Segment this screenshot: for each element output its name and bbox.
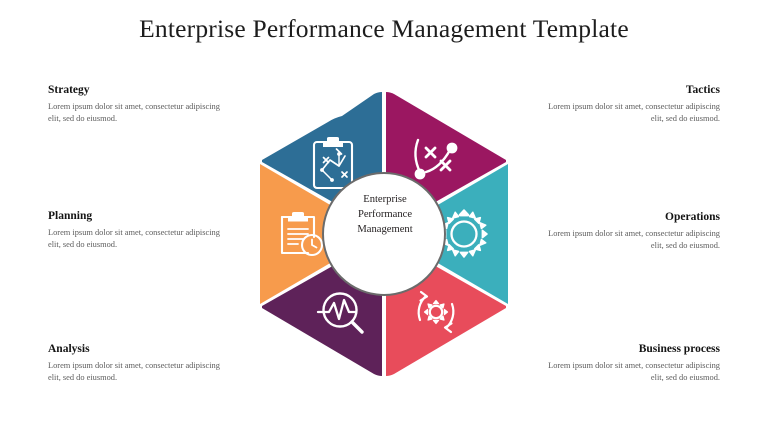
label-body-operations: Lorem ipsum dolor sit amet, consectetur …: [538, 228, 720, 252]
label-body-line2: adipiscing elit, sed do eiusmod.: [650, 360, 720, 382]
label-body-line2: adipiscing elit, sed do eiusmod.: [48, 360, 220, 382]
label-heading-tactics: Tactics: [685, 84, 720, 96]
label-block-analysis[interactable]: Analysis Lorem ipsum dolor sit amet, con…: [48, 343, 230, 384]
label-block-operations[interactable]: Operations Lorem ipsum dolor sit amet, c…: [538, 211, 720, 252]
center-label-line3: Management: [357, 224, 413, 236]
label-body-line2: adipiscing elit, sed do eiusmod.: [48, 101, 220, 123]
segment-shape-operations[interactable]: [388, 164, 508, 304]
hexagon-diagram: [228, 78, 540, 390]
label-body-analysis: Lorem ipsum dolor sit amet, consectetur …: [48, 360, 230, 384]
label-block-tactics[interactable]: Tactics Lorem ipsum dolor sit amet, cons…: [538, 84, 720, 125]
label-body-business-process: Lorem ipsum dolor sit amet, consectetur …: [538, 360, 720, 384]
label-body-line1: Lorem ipsum dolor sit amet, consectetur: [48, 101, 184, 111]
label-body-line1: Lorem ipsum dolor sit amet, consectetur: [48, 360, 184, 370]
center-circle[interactable]: [322, 172, 446, 296]
label-heading-analysis: Analysis: [48, 343, 90, 355]
label-body-planning: Lorem ipsum dolor sit amet, consectetur …: [48, 227, 230, 251]
label-heading-strategy: Strategy: [48, 84, 90, 96]
center-label-line1: Enterprise: [363, 194, 407, 205]
page-title: Enterprise Performance Management Templa…: [139, 14, 629, 43]
label-body-line1: Lorem ipsum dolor sit amet, consectetur: [548, 101, 684, 111]
label-block-business-process[interactable]: Business process Lorem ipsum dolor sit a…: [538, 343, 720, 384]
label-body-line2: adipiscing elit, sed do eiusmod.: [650, 101, 720, 123]
label-block-planning[interactable]: Planning Lorem ipsum dolor sit amet, con…: [48, 210, 230, 251]
label-body-tactics: Lorem ipsum dolor sit amet, consectetur …: [538, 101, 720, 125]
label-body-line1: Lorem ipsum dolor sit amet, consectetur: [548, 360, 684, 370]
label-block-strategy[interactable]: Strategy Lorem ipsum dolor sit amet, con…: [48, 84, 230, 125]
label-heading-operations: Operations: [665, 211, 720, 223]
label-body-line2: adipiscing elit, sed do eiusmod.: [48, 227, 220, 249]
label-heading-business-process: Business process: [638, 343, 720, 355]
label-heading-planning: Planning: [48, 210, 93, 222]
center-label-line2: Performance: [357, 209, 413, 221]
label-body-line1: Lorem ipsum dolor sit amet, consectetur: [548, 228, 684, 238]
label-body-strategy: Lorem ipsum dolor sit amet, consectetur …: [48, 101, 230, 125]
center-label: Enterprise Performance Management: [339, 192, 431, 237]
label-body-line1: Lorem ipsum dolor sit amet, consectetur: [48, 227, 184, 237]
label-body-line2: adipiscing elit, sed do eiusmod.: [650, 228, 720, 250]
